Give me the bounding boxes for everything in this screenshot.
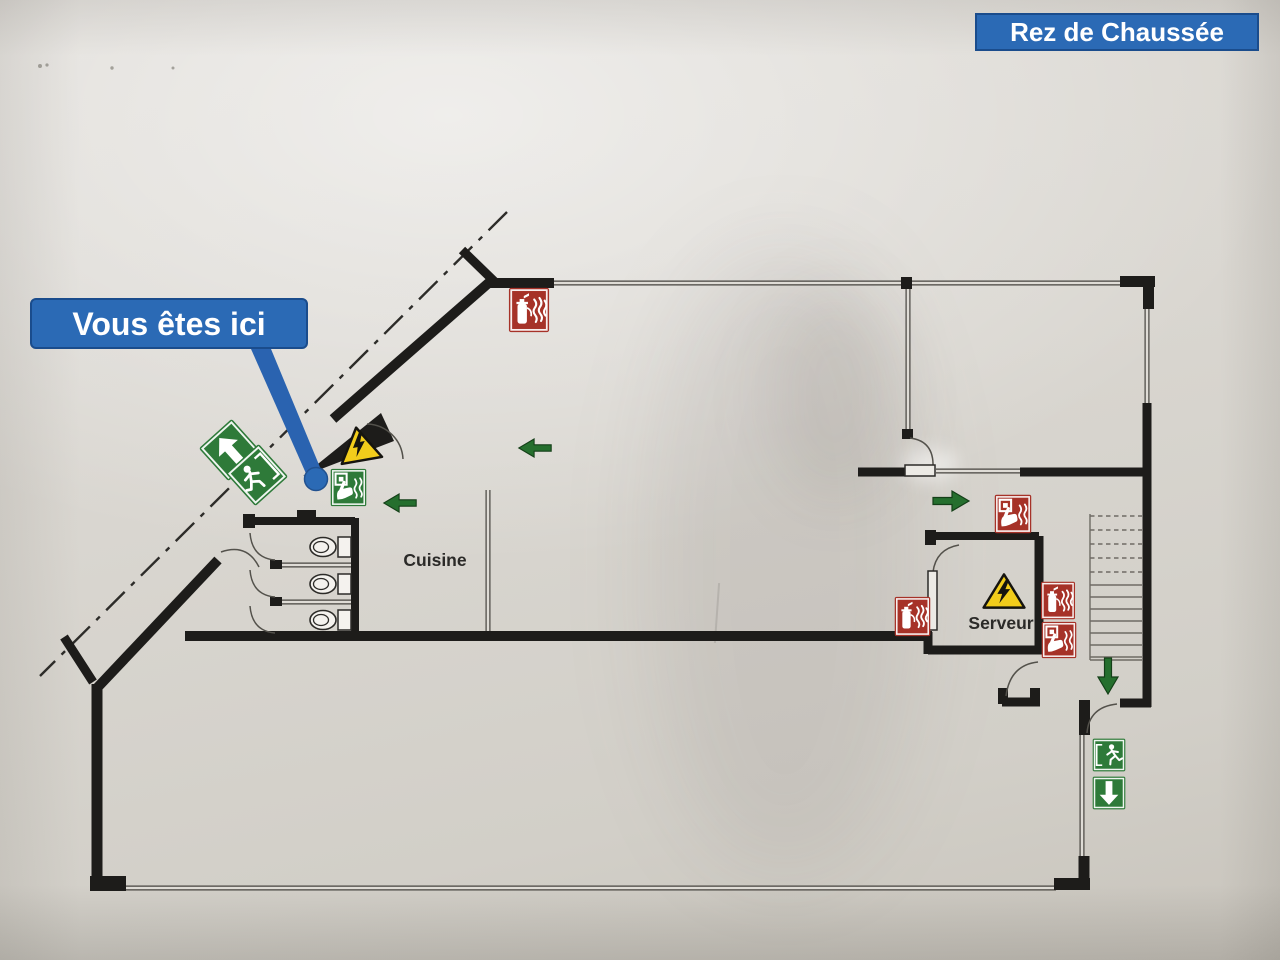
fire-extinguisher-icon — [508, 287, 550, 333]
you-are-here-marker: Vous êtes ici — [30, 298, 329, 492]
evacuation-arrow-left-icon — [518, 438, 552, 458]
server-label: Serveur — [968, 613, 1033, 633]
walls — [60, 246, 1155, 891]
thin-walls — [122, 280, 1150, 891]
evacuation-arrow-down-icon — [1097, 657, 1119, 695]
stairs — [1089, 514, 1142, 661]
toilet — [309, 573, 352, 595]
manual-call-point-icon — [1041, 620, 1077, 660]
fire-extinguisher-icon — [894, 595, 931, 638]
toilet — [309, 536, 352, 558]
manual-call-point-icon — [994, 494, 1032, 534]
toilet — [309, 609, 352, 631]
green-call-point-icon — [330, 468, 367, 507]
you-are-here-dot — [303, 466, 329, 492]
banner-box — [975, 13, 1259, 51]
you-are-here-label: Vous êtes ici — [72, 306, 265, 342]
door-arcs — [220, 423, 1118, 734]
fire-extinguisher-icon — [1040, 581, 1076, 620]
banner-label: Rez de Chaussée — [1010, 17, 1224, 47]
exit-arrow-down-icon — [1092, 776, 1126, 810]
axis-dashdot-line — [39, 211, 508, 677]
evacuation-arrow-left-icon — [383, 493, 417, 513]
kitchen-label: Cuisine — [403, 550, 466, 570]
you-are-here-pointer — [251, 349, 322, 478]
you-are-here-box — [30, 298, 308, 349]
photo-specks — [38, 63, 175, 70]
toilets — [309, 536, 352, 631]
electrical-hazard-icon — [982, 573, 1026, 609]
evacuation-arrow-right-icon — [932, 490, 970, 512]
exit-running-man-icon — [1092, 738, 1126, 772]
floor-banner: Rez de Chaussée — [975, 13, 1259, 51]
